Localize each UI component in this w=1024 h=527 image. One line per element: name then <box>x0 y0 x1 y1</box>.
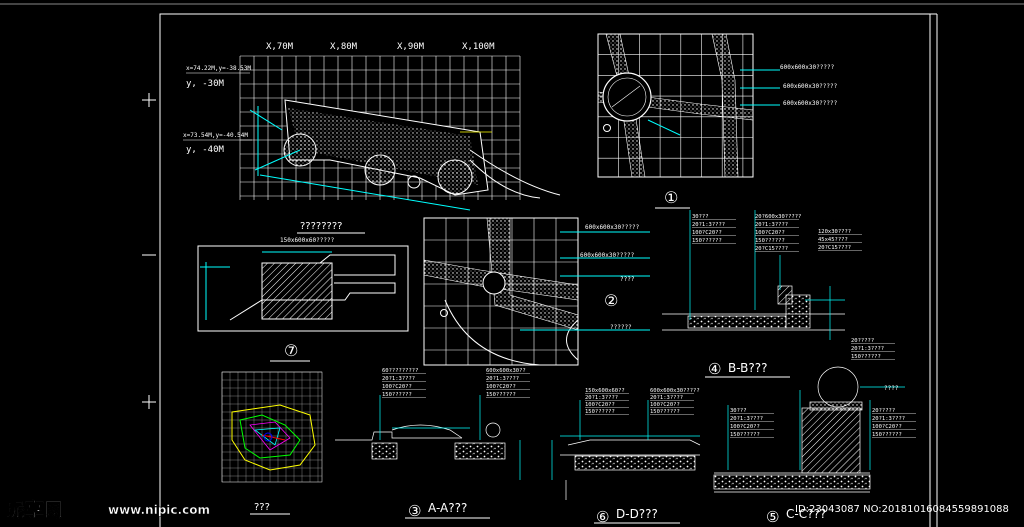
section-note: 150?????? <box>486 392 516 398</box>
section-note: 150?????? <box>692 238 722 244</box>
plan-coord-bottom: x=73.54M,y=-40.54M <box>183 132 248 139</box>
section-note: 100?C20?? <box>730 424 760 430</box>
section-note: 20?1:3???? <box>650 395 683 401</box>
detail-2-callout-1: 600x600x30????? <box>585 224 640 231</box>
section-note: 100?C20?? <box>650 402 680 408</box>
detail-7-number: ⑦ <box>284 341 298 360</box>
watermark: 昵享网 www.nipic.com ID:23043087 NO:2018101… <box>6 498 1009 522</box>
section-note: 60????????? <box>382 368 418 374</box>
section-note: 20?C15???? <box>755 246 788 252</box>
section-note: 100?C20?? <box>585 402 615 408</box>
detail-7: 150x600x60????? ⑦ <box>197 237 409 362</box>
plan-paving <box>249 99 561 211</box>
plan-axis-x-1: X,70M <box>266 42 294 52</box>
watermark-url: www.nipic.com <box>108 503 210 517</box>
detail-2-callout-2: 600x600x30????? <box>580 252 635 259</box>
section-note: 20?1:3???? <box>585 395 618 401</box>
site-plan: X,70M X,80M X,90M X,100M x=74.22M,y=-38.… <box>183 42 561 234</box>
section-c-c-notes-right: 20????? 20?1:3???? 100?C20?? 150?????? <box>872 408 916 438</box>
key-plan-title: ??? <box>254 502 270 513</box>
detail-2-number: ② <box>604 291 618 310</box>
section-note: 600x600x30?? <box>486 368 526 374</box>
section-note: 600x600x30????? <box>650 388 700 394</box>
section-b-b-notes-left: 30??? 20?1:3???? 100?C20?? 150?????? <box>692 214 736 244</box>
key-plan-grid <box>221 371 322 482</box>
section-note: 100?C20?? <box>382 384 412 390</box>
section-d-d: 150x600x60??20?1:3????100?C20??150??????… <box>551 388 701 526</box>
section-a-a-notes-right: 600x600x30?? 20?1:3???? 100?C20?? 150?????? <box>486 368 530 398</box>
section-b-b: 30??? 20?1:3???? 100?C20?? 150?????? 20?600… <box>662 210 862 378</box>
section-note: 20?1:3???? <box>692 222 725 228</box>
section-c-c-top-tag: ???? <box>884 385 899 392</box>
section-a-a-label: A-A??? <box>428 501 467 515</box>
section-d-d-notes-left: 150x600x60??20?1:3????100?C20??150?????? <box>585 388 629 415</box>
detail-2: 600x600x30????? 600x600x30????? ???? ???… <box>423 217 650 366</box>
detail-1: 600x600x30????? 600x600x30????? 600x600x… <box>597 33 838 209</box>
section-note: 150?????? <box>755 238 785 244</box>
drawing-frame <box>0 3 1024 527</box>
plan-axis-x-2: X,80M <box>330 42 358 52</box>
plan-title: ???????? <box>300 221 342 232</box>
plan-axis-x-4: X,100M <box>462 42 495 52</box>
section-a-a-circle: ③ <box>408 502 421 520</box>
section-note: 30??? <box>692 214 709 220</box>
section-note: 20?1:3???? <box>872 416 905 422</box>
section-note: 120x30???? <box>818 229 851 235</box>
detail-1-callout-2: 600x600x30????? <box>783 83 838 90</box>
section-note: 45x45???? <box>818 237 848 243</box>
section-note: 150?????? <box>872 432 902 438</box>
section-note: 100?C20?? <box>755 230 785 236</box>
section-a-a: 60?????????20?1:3????100?C20??150?????? … <box>335 368 530 520</box>
section-note: 20????? <box>872 408 895 414</box>
section-note: 150x600x60?? <box>585 388 625 394</box>
section-c-c-circle: ⑤ <box>766 508 779 526</box>
section-c-c-label: C-C??? <box>786 507 826 521</box>
section-note: 150?????? <box>851 354 881 360</box>
section-note: 20????? <box>851 338 874 344</box>
section-d-d-notes-right: 600x600x30?????20?1:3????100?C20??150???… <box>650 388 700 415</box>
detail-1-callout-1: 600x600x30????? <box>780 64 835 71</box>
watermark-id: ID:23043087 NO:20181016084559891088 <box>795 504 1009 515</box>
section-note: 100?C20?? <box>692 230 722 236</box>
key-plan: ??? <box>221 371 323 515</box>
plan-coord-top: x=74.22M,y=-38.53M <box>186 65 251 72</box>
plan-y-bottom: y, -40M <box>186 145 225 155</box>
section-note: 100?C20?? <box>872 424 902 430</box>
section-b-b-circle: ④ <box>708 360 721 378</box>
section-note: 150?????? <box>650 409 680 415</box>
watermark-logo: 昵享网 <box>6 498 63 521</box>
detail-2-callout-3: ???? <box>620 276 635 283</box>
section-note: 20?1:3???? <box>730 416 763 422</box>
section-b-b-notes-far: 120x30???? 45x45???? 20?C15???? <box>818 229 862 251</box>
detail-7-callout: 150x600x60????? <box>280 237 335 244</box>
section-note: 30??? <box>730 408 747 414</box>
plan-axis-x-3: X,90M <box>397 42 425 52</box>
section-c-c-notes-top: 20????? 20?1:3???? 150?????? <box>851 338 895 360</box>
section-note: 20?1:3???? <box>382 376 415 382</box>
section-a-a-notes-left: 60????????? 20?1:3???? 100?C20?? 150?????? <box>382 368 426 398</box>
section-c-c: 30??? 20?1:3???? 100?C20?? 150?????? 20????… <box>713 338 916 526</box>
section-d-d-circle: ⑥ <box>596 508 609 526</box>
section-b-b-label: B-B??? <box>728 361 767 375</box>
section-note: 100?C20?? <box>486 384 516 390</box>
section-note: 20?1:3???? <box>755 222 788 228</box>
plan-y-top: y, -30M <box>186 79 225 89</box>
section-note: 150?????? <box>730 432 760 438</box>
section-note: 20?600x30????? <box>755 214 801 220</box>
section-b-b-notes-right: 20?600x30????? 20?1:3???? 100?C20?? 150????… <box>755 214 801 252</box>
section-note: 20?1:3???? <box>486 376 519 382</box>
detail-1-number: ① <box>664 188 678 207</box>
plan-annotations: X,70M X,80M X,90M X,100M x=74.22M,y=-38.… <box>183 42 495 234</box>
section-c-c-notes-left: 30??? 20?1:3???? 100?C20?? 150?????? <box>730 408 774 438</box>
detail-1-callout-3: 600x600x30????? <box>783 100 838 107</box>
detail-2-callout-4: ?????? <box>610 324 632 331</box>
section-note: 150?????? <box>585 409 615 415</box>
section-d-d-label: D-D??? <box>616 507 658 521</box>
section-note: 20?1:3???? <box>851 346 884 352</box>
section-note: 20?C15???? <box>818 245 851 251</box>
section-note: 150?????? <box>382 392 412 398</box>
